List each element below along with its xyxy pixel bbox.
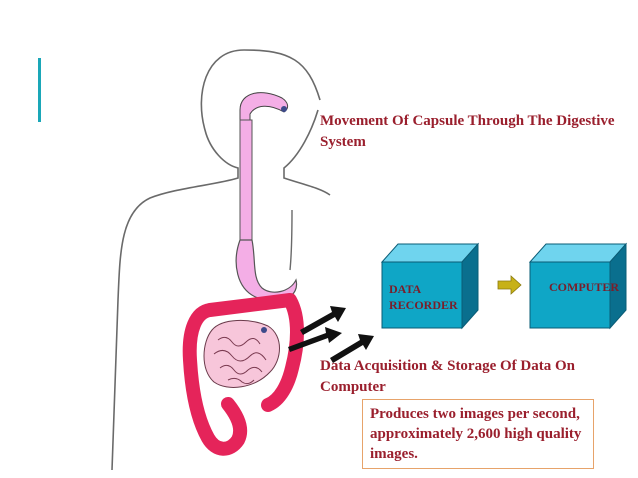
- recorder-label-line1: DATA: [389, 282, 422, 296]
- mouth-pharynx: [239, 92, 289, 129]
- accent-bar: [38, 58, 41, 122]
- computer-label: COMPUTER: [549, 280, 619, 294]
- esophagus: [239, 119, 253, 251]
- capsule-marker-intestine: [261, 327, 267, 333]
- recorder-label-line2: RECORDER: [389, 298, 458, 312]
- images-note-box: Produces two images per second, approxim…: [362, 399, 594, 469]
- small-intestine: [203, 320, 280, 388]
- transmission-arrows: [288, 306, 374, 363]
- small-intestine-folds: [213, 336, 267, 385]
- stomach: [235, 239, 298, 302]
- colon: [182, 293, 304, 456]
- arrow-3: [330, 334, 374, 363]
- gold-arrow: [497, 275, 522, 295]
- data-recorder-box: DATA RECORDER: [380, 242, 480, 330]
- arrow-1: [288, 327, 342, 352]
- body-outline: [111, 49, 331, 471]
- body-right-side: [289, 209, 293, 271]
- arrow-2: [300, 306, 346, 335]
- capsule-movement-caption: Movement Of Capsule Through The Digestiv…: [320, 113, 615, 150]
- capsule-marker-top: [281, 106, 287, 112]
- data-acquisition-caption: Data Acquisition & Storage Of Data On Co…: [320, 358, 575, 395]
- computer-box: COMPUTER: [528, 242, 628, 330]
